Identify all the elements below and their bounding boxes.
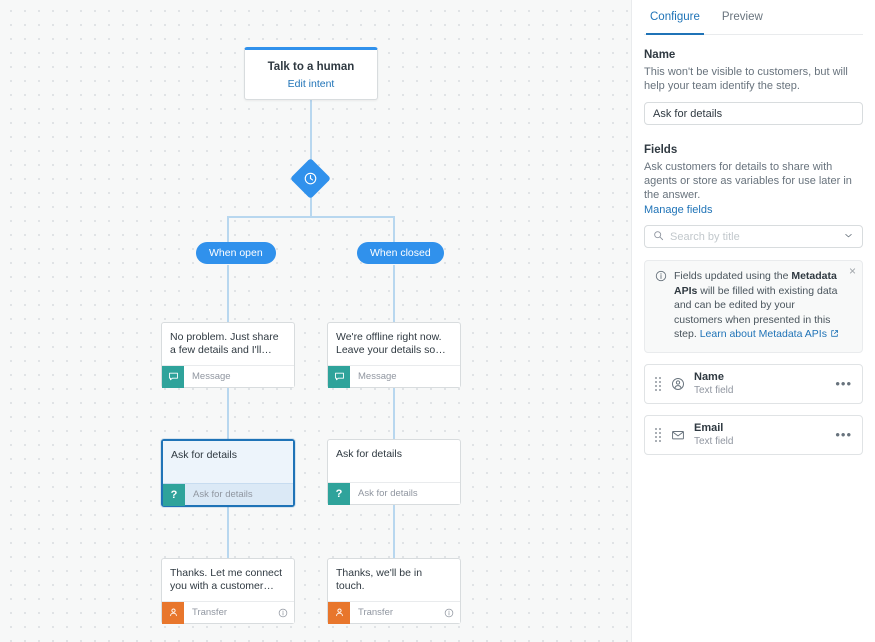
manage-fields-link[interactable]: Manage fields (644, 204, 713, 216)
info-icon[interactable] (278, 608, 288, 618)
learn-about-metadata-apis-link[interactable]: Learn about Metadata APIs (699, 328, 827, 340)
edit-intent-link[interactable]: Edit intent (287, 78, 335, 90)
node-type-label: Ask for details (193, 489, 253, 500)
node-type-label: Message (192, 371, 231, 382)
chevron-down-icon[interactable] (843, 230, 854, 244)
node-type-label: Transfer (358, 607, 394, 618)
tab-configure[interactable]: Configure (646, 0, 704, 35)
node-text: We're offline right now. Leave your deta… (336, 331, 446, 356)
panel-tabs: Configure Preview (644, 0, 863, 35)
node-text: Ask for details (163, 441, 293, 483)
name-section-description: This won't be visible to customers, but … (644, 66, 848, 92)
connector-left-ask-to-transfer (227, 486, 229, 558)
search-icon (653, 230, 664, 244)
configuration-panel: Configure Preview Name This won't be vis… (631, 0, 875, 642)
connector-right-message-to-ask (393, 387, 395, 439)
field-meta: Email Text field (694, 422, 826, 448)
root-node-title: Talk to a human (267, 61, 355, 73)
field-options-menu[interactable]: ••• (835, 426, 852, 442)
node-ask-for-details-closed[interactable]: Ask for details ? Ask for details (327, 439, 461, 505)
name-section-title: Name (644, 49, 676, 61)
node-text: Thanks, we'll be in touch. (336, 567, 423, 592)
agent-icon (328, 601, 350, 624)
branch-label-when-closed[interactable]: When closed (357, 242, 444, 264)
alert-text-bold: Metadata APIs (674, 270, 837, 297)
node-text: Ask for details (336, 448, 402, 460)
field-row-email[interactable]: Email Text field ••• (644, 414, 863, 455)
field-search-box[interactable]: Search by title (644, 225, 863, 248)
node-message-closed[interactable]: We're offline right now. Leave your deta… (327, 322, 461, 388)
alert-text-1: Fields updated using the (674, 270, 792, 282)
info-icon[interactable] (444, 608, 454, 618)
step-name-input[interactable]: Ask for details (644, 102, 863, 125)
node-message-open[interactable]: No problem. Just share a few details and… (161, 322, 295, 388)
info-icon (655, 269, 667, 343)
branch-label-when-open[interactable]: When open (196, 242, 276, 264)
connector-split-horizontal (227, 216, 395, 218)
alert-text: Fields updated using the Metadata APIs w… (674, 269, 842, 343)
search-input[interactable]: Search by title (670, 230, 740, 243)
metadata-apis-alert: Fields updated using the Metadata APIs w… (644, 260, 863, 353)
external-link-icon[interactable] (830, 328, 839, 343)
message-icon (328, 365, 350, 388)
node-ask-for-details-open[interactable]: Ask for details ? Ask for details (161, 439, 295, 507)
node-footer: ? Ask for details (328, 482, 460, 505)
node-footer: Message (162, 365, 294, 388)
connector-left-message-to-ask (227, 387, 229, 439)
connector-delay-down (310, 193, 312, 217)
node-text: No problem. Just share a few details and… (170, 331, 279, 356)
field-options-menu[interactable]: ••• (835, 375, 852, 391)
connector-right-ask-to-transfer (393, 486, 395, 558)
node-transfer-closed[interactable]: Thanks, we'll be in touch. Transfer (327, 558, 461, 624)
drag-handle-icon[interactable] (655, 427, 661, 442)
node-footer: Transfer (162, 601, 294, 624)
agent-icon (162, 601, 184, 624)
node-footer: ? Ask for details (163, 483, 293, 506)
field-meta: Name Text field (694, 371, 826, 397)
connector-split-right (393, 216, 395, 242)
field-type: Text field (694, 384, 734, 396)
node-type-label: Ask for details (358, 488, 418, 499)
clock-icon (296, 164, 325, 193)
node-footer: Message (328, 365, 460, 388)
fields-section-title: Fields (644, 144, 678, 156)
drag-handle-icon[interactable] (655, 376, 661, 391)
field-type: Text field (694, 435, 734, 447)
message-icon (162, 365, 184, 388)
field-row-name[interactable]: Name Text field ••• (644, 363, 863, 404)
node-transfer-open[interactable]: Thanks. Let me connect you with a custom… (161, 558, 295, 624)
field-name: Name (694, 370, 724, 383)
field-name: Email (694, 421, 724, 434)
connector-right-to-message (393, 265, 395, 322)
question-icon: ? (328, 482, 350, 505)
connector-split-left (227, 216, 229, 242)
node-type-label: Message (358, 371, 397, 382)
alert-close-icon[interactable]: × (848, 264, 856, 278)
node-footer: Transfer (328, 601, 460, 624)
alert-text-2: will be filled with existing data and ca… (674, 284, 838, 341)
envelope-icon (670, 428, 685, 442)
question-icon: ? (163, 483, 185, 506)
node-business-hours-condition[interactable] (289, 157, 332, 200)
fields-section-description: Ask customers for details to share with … (644, 161, 852, 201)
tab-preview[interactable]: Preview (721, 11, 763, 23)
node-talk-to-a-human[interactable]: Talk to a human Edit intent (244, 47, 378, 100)
node-text: Thanks. Let me connect you with a custom… (170, 567, 283, 592)
connector-left-to-message (227, 265, 229, 322)
connector-root-to-delay (310, 100, 312, 164)
flow-canvas[interactable]: Talk to a human Edit intent When open Wh… (0, 0, 631, 642)
user-circle-icon (670, 377, 685, 391)
node-type-label: Transfer (192, 607, 228, 618)
